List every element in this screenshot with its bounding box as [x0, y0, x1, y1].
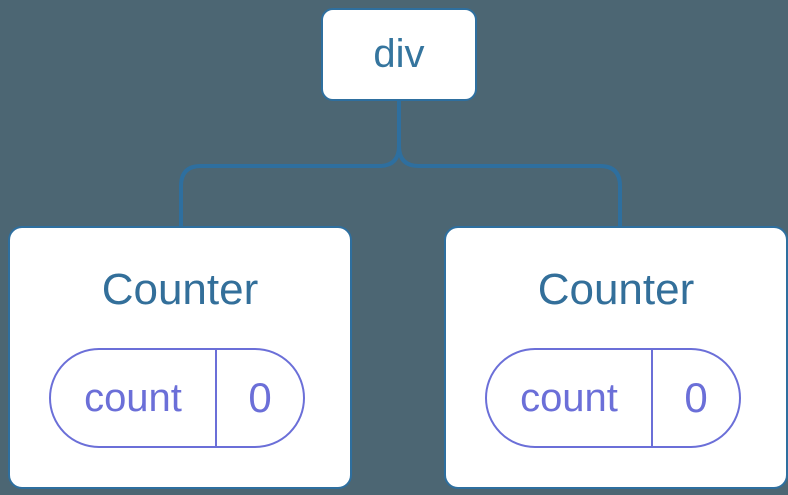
state-key: count	[520, 375, 618, 420]
state-value: 0	[651, 350, 739, 446]
root-node-div: div	[321, 8, 477, 101]
counter-card-left: Counter count 0	[8, 226, 352, 489]
state-key: count	[84, 375, 182, 420]
connector-left-branch	[179, 100, 401, 228]
counter-card-right: Counter count 0	[444, 226, 788, 489]
counter-title: Counter	[101, 265, 259, 314]
state-pill: count 0	[49, 348, 305, 448]
state-value: 0	[215, 350, 303, 446]
counter-title: Counter	[537, 265, 695, 314]
connector-right-branch	[397, 100, 622, 228]
root-node-label: div	[373, 32, 425, 76]
state-pill: count 0	[485, 348, 741, 448]
